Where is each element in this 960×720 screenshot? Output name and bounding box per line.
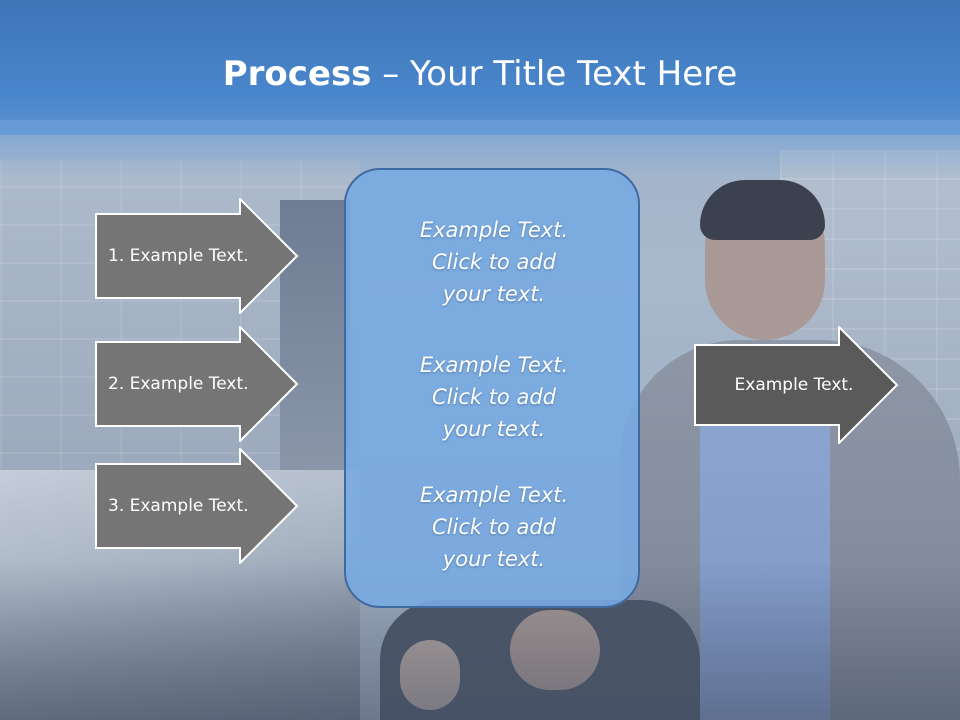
text-block-3[interactable]: Example Text. Click to add your text. (346, 479, 642, 575)
process-arrow-2[interactable]: 2. Example Text. (95, 326, 300, 442)
result-arrow[interactable]: Example Text. (694, 326, 900, 444)
title-bold: Process (222, 54, 372, 94)
block-line: your text. (442, 417, 546, 441)
block-line: Click to add (431, 385, 556, 409)
arrow-shape-icon (95, 448, 299, 564)
block-line: your text. (442, 547, 546, 571)
block-line: Click to add (431, 515, 556, 539)
text-block-2[interactable]: Example Text. Click to add your text. (346, 349, 642, 445)
person-hair (700, 180, 825, 240)
arrow-label: Example Text. (734, 375, 854, 395)
arrow-shape-icon (694, 326, 899, 444)
slide-title[interactable]: Process – Your Title Text Here (0, 54, 960, 94)
center-text-box[interactable]: Example Text. Click to add your text. Ex… (344, 168, 640, 608)
header-band (0, 0, 960, 135)
arrow-shape-icon (95, 326, 299, 442)
block-line: Example Text. (419, 483, 569, 507)
arrow-label: 1. Example Text. (108, 246, 249, 266)
block-line: your text. (442, 282, 546, 306)
block-line: Example Text. (419, 218, 569, 242)
arrow-shape-icon (95, 198, 299, 314)
text-block-1[interactable]: Example Text. Click to add your text. (346, 214, 642, 310)
block-line: Example Text. (419, 353, 569, 377)
arrow-label: 2. Example Text. (108, 374, 249, 394)
arrow-label: 3. Example Text. (108, 496, 249, 516)
block-line: Click to add (431, 250, 556, 274)
process-arrow-3[interactable]: 3. Example Text. (95, 448, 300, 564)
process-arrow-1[interactable]: 1. Example Text. (95, 198, 300, 314)
title-rest: – Your Title Text Here (371, 54, 738, 94)
